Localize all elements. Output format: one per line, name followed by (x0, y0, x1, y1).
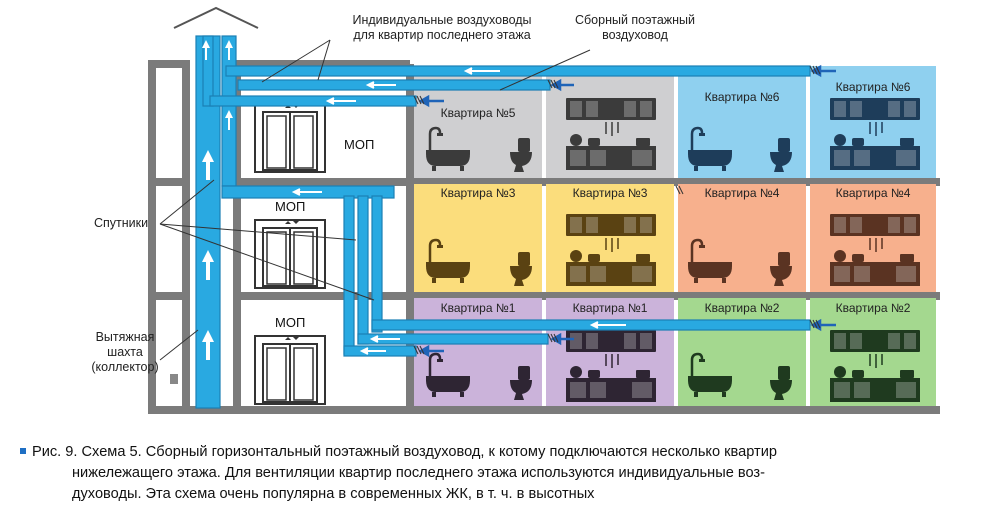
caption-line-3: духоводы. Эта схема очень популярна в со… (72, 486, 595, 502)
apt-label: Квартира №6 (704, 90, 780, 104)
inlet-arrows (418, 64, 836, 358)
caption-line-2: нижележащего этажа. Для вентиляции кварт… (72, 465, 765, 481)
caption-line-1: Рис. 9. Схема 5. Сборный горизонтальный … (32, 444, 777, 460)
apt-label: Квартира №2 (704, 301, 780, 315)
roof (173, 6, 259, 29)
apt-label: Квартира №1 (440, 301, 516, 315)
apt-label: Квартира №3 (572, 186, 648, 200)
label-satellites: Спутники (94, 216, 149, 230)
label-shaft: Вытяжная шахта (коллектор) (91, 330, 159, 374)
apt-label: Квартира №4 (835, 186, 911, 200)
label-individual-ducts: Индивидуальные воздуховоды для квартир п… (352, 13, 532, 42)
duct-flow-arrows (291, 67, 626, 355)
apt-label: Квартира №5 (440, 106, 516, 120)
apt-label: Квартира №2 (835, 301, 911, 315)
label-collector-duct: Сборный поэтажный воздуховод (574, 13, 696, 42)
ventilation-diagram (148, 6, 940, 414)
pointer-lines (159, 39, 591, 361)
shaft-arrows (202, 40, 233, 360)
apt-label: Квартира №4 (704, 186, 780, 200)
figure-caption: Рис. 9. Схема 5. Сборный горизонтальный … (20, 442, 980, 505)
apt-label: Квартира №6 (835, 80, 911, 94)
apt-label: Квартира №1 (572, 301, 648, 315)
apt-label: Квартира №3 (440, 186, 516, 200)
grilles (413, 65, 821, 355)
caption-bullet (20, 448, 26, 454)
mop-label-floor1: МОП (275, 315, 306, 330)
mop-label-floor2: МОП (275, 199, 306, 214)
mop-label-floor3: МОП (344, 137, 375, 152)
